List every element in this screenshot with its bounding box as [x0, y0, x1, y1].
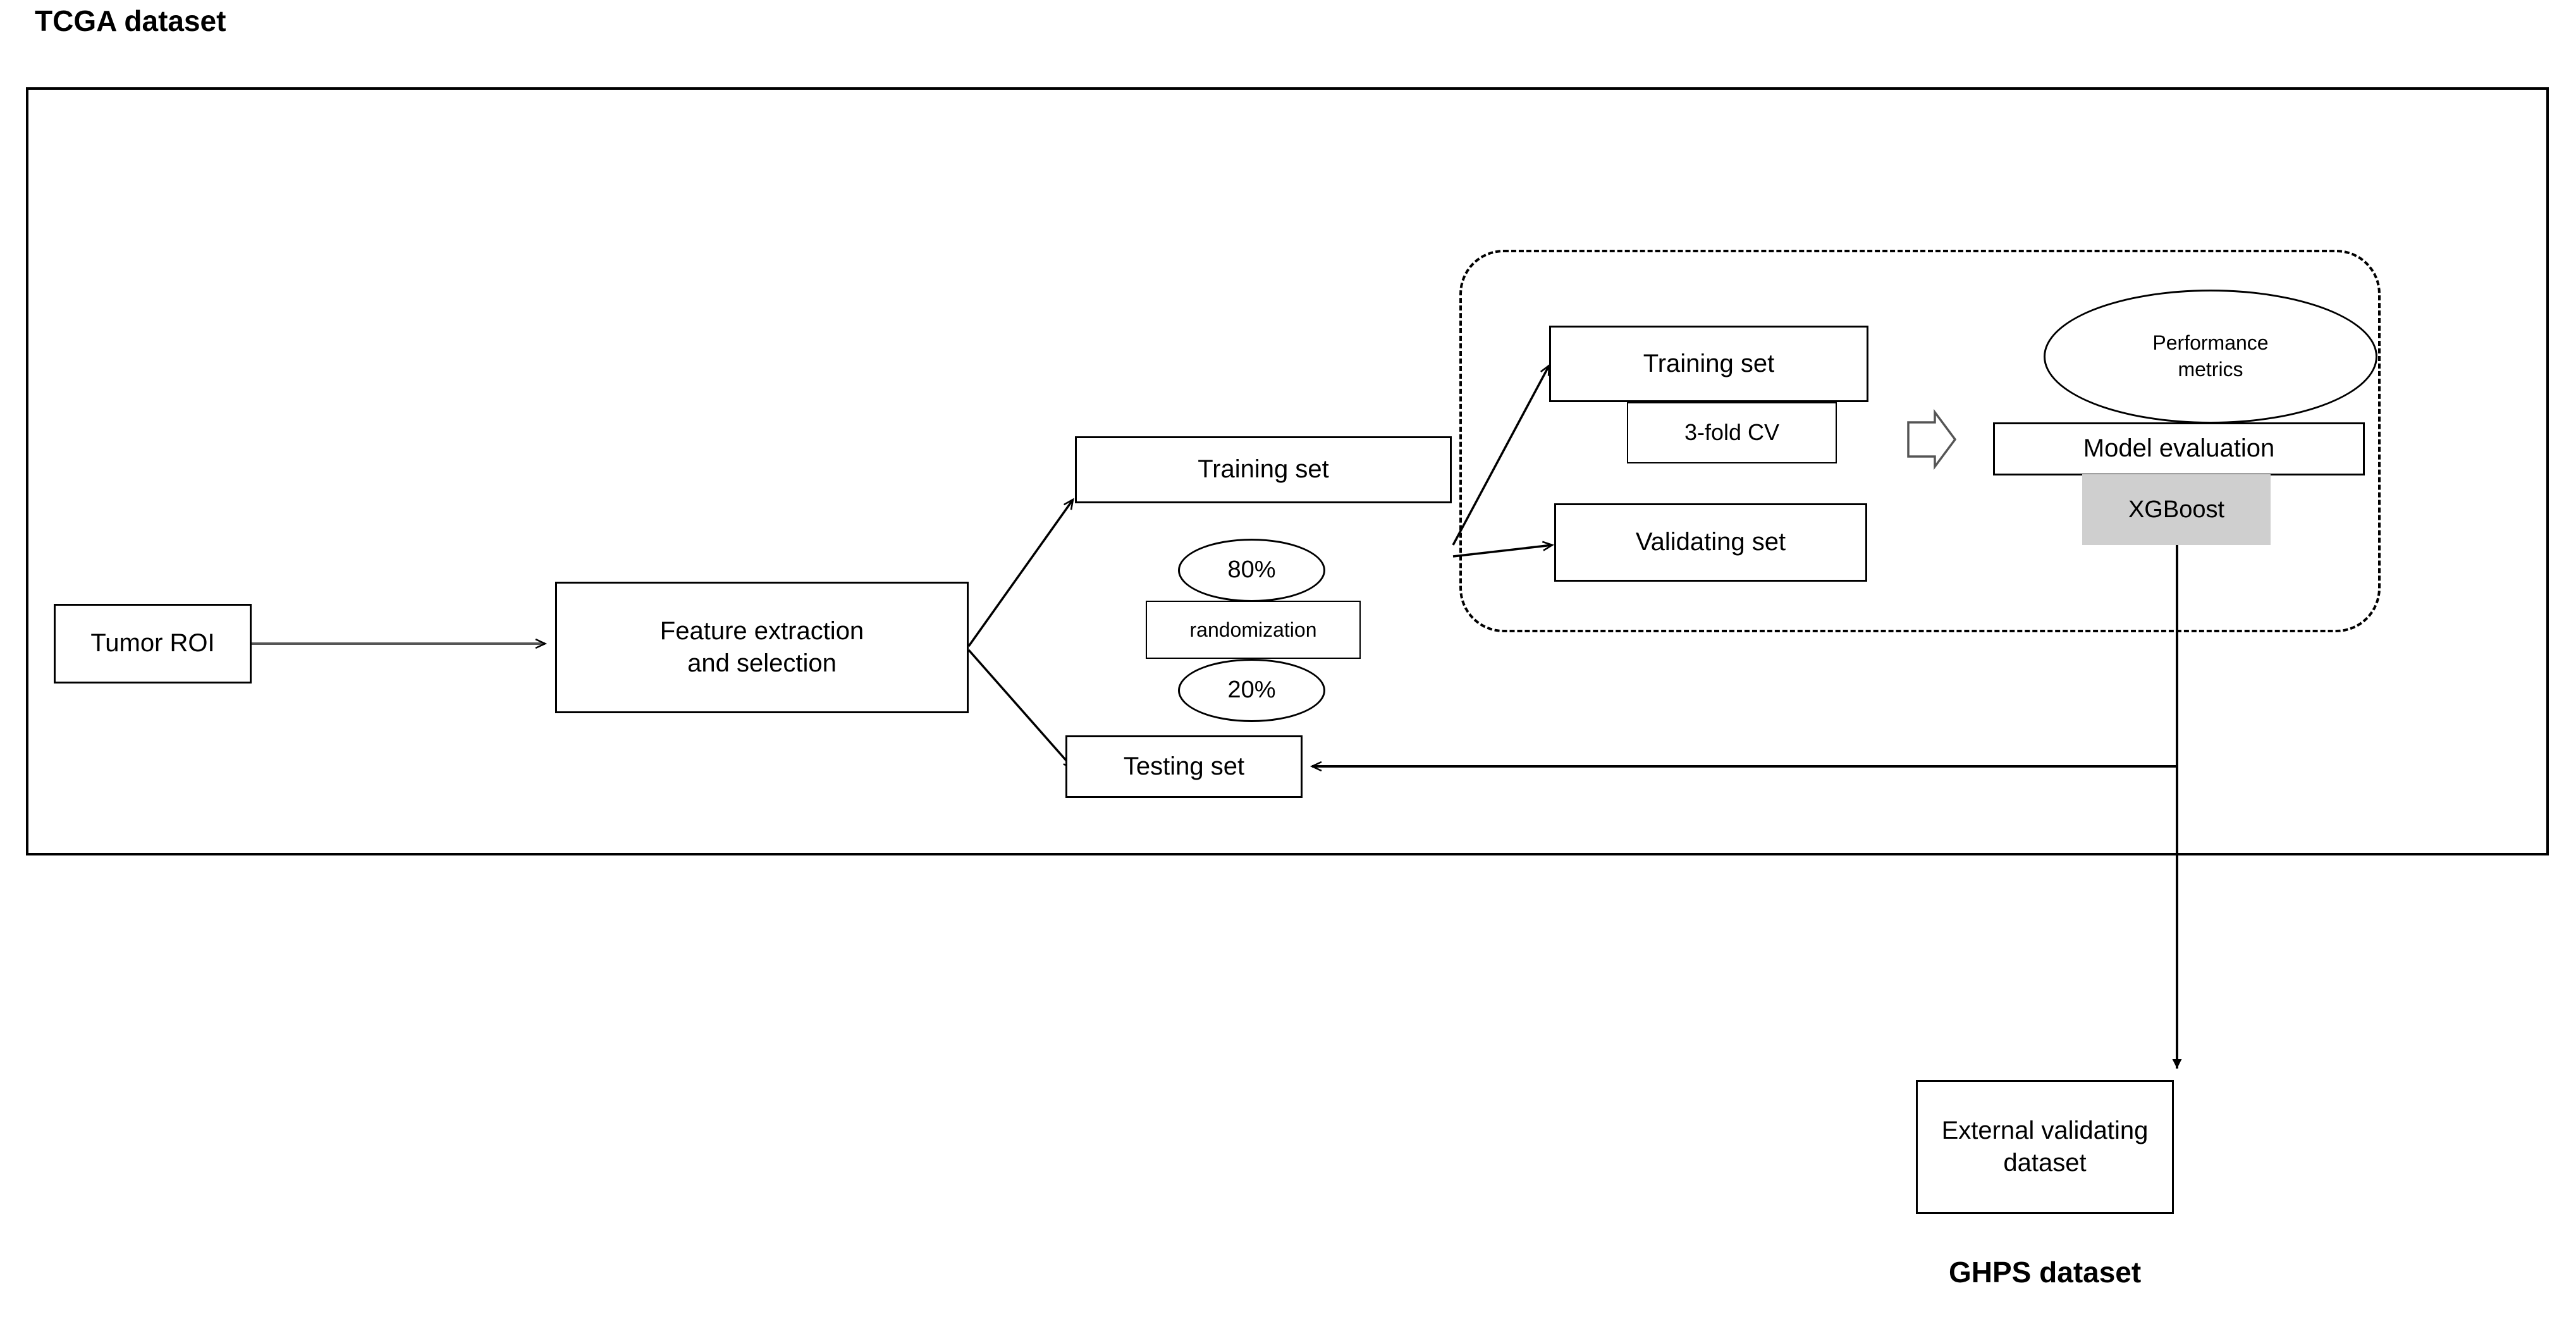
tcga-dataset-title: TCGA dataset — [35, 4, 226, 37]
split-80-percent-node[interactable]: 80% — [1178, 539, 1325, 602]
randomization-node[interactable]: randomization — [1146, 601, 1361, 659]
training-set-outer-node[interactable]: Training set — [1075, 436, 1452, 503]
external-validating-dataset-node[interactable]: External validating dataset — [1916, 1080, 2174, 1214]
performance-metrics-label: Performance metrics — [2152, 331, 2269, 381]
ghps-dataset-title: GHPS dataset — [1949, 1256, 2142, 1289]
randomization-label: randomization — [1189, 618, 1317, 641]
tumor-roi-node[interactable]: Tumor ROI — [54, 604, 252, 683]
external-validating-dataset-label: External validating dataset — [1941, 1116, 2149, 1177]
testing-set-node[interactable]: Testing set — [1065, 735, 1303, 798]
model-evaluation-node[interactable]: Model evaluation — [1993, 422, 2365, 475]
training-set-inner-label: Training set — [1643, 349, 1775, 377]
feature-extraction-node[interactable]: Feature extraction and selection — [555, 582, 969, 713]
validating-set-node[interactable]: Validating set — [1554, 503, 1867, 582]
xgboost-node[interactable]: XGBoost — [2082, 474, 2271, 545]
tumor-roi-label: Tumor ROI — [90, 629, 215, 658]
split-80-percent-label: 80% — [1227, 556, 1276, 584]
cross-validation-label: 3-fold CV — [1684, 419, 1780, 446]
feature-extraction-label: Feature extraction and selection — [659, 616, 864, 677]
cross-validation-node[interactable]: 3-fold CV — [1627, 402, 1837, 463]
testing-set-label: Testing set — [1123, 752, 1245, 780]
validating-set-label: Validating set — [1635, 528, 1786, 556]
training-set-inner-node[interactable]: Training set — [1549, 326, 1868, 402]
split-20-percent-label: 20% — [1227, 677, 1276, 704]
split-20-percent-node[interactable]: 20% — [1178, 659, 1325, 722]
performance-metrics-node[interactable]: Performance metrics — [2044, 290, 2377, 424]
training-set-outer-label: Training set — [1198, 455, 1329, 484]
model-evaluation-label: Model evaluation — [2083, 434, 2275, 463]
xgboost-label: XGBoost — [2128, 496, 2225, 523]
